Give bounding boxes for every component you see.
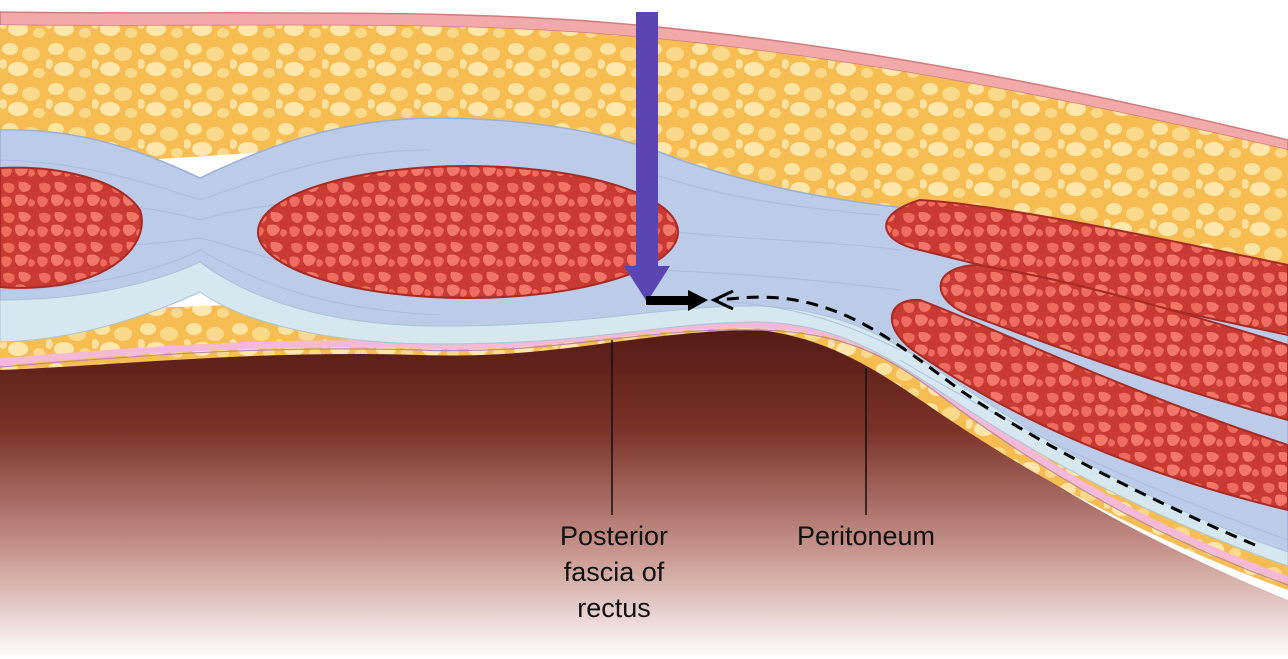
- posterior-fascia-label-line1: Posterior: [560, 521, 668, 551]
- dashed-arrow-head: [710, 289, 734, 311]
- posterior-fascia-label-line2: fascia of: [564, 557, 665, 587]
- rectus-muscle-center: [257, 165, 679, 299]
- peritoneum-label: Peritoneum: [797, 521, 935, 551]
- posterior-fascia-label-line3: rectus: [577, 593, 651, 623]
- internal-oblique-muscle: [939, 263, 1288, 422]
- posterior-fascia-strip: [0, 261, 1288, 567]
- solid-direction-arrow: [646, 290, 708, 311]
- transversus-muscle: [890, 298, 1288, 512]
- peritoneum-layer: [0, 321, 1288, 584]
- incision-arrow: [624, 12, 670, 302]
- abdominal-cavity: [0, 304, 1288, 659]
- skin-layer: [0, 11, 1288, 151]
- peritoneum-edge: [0, 329, 1288, 586]
- dashed-direction-arrow: [717, 295, 1256, 547]
- rectus-muscle-left: [0, 166, 143, 289]
